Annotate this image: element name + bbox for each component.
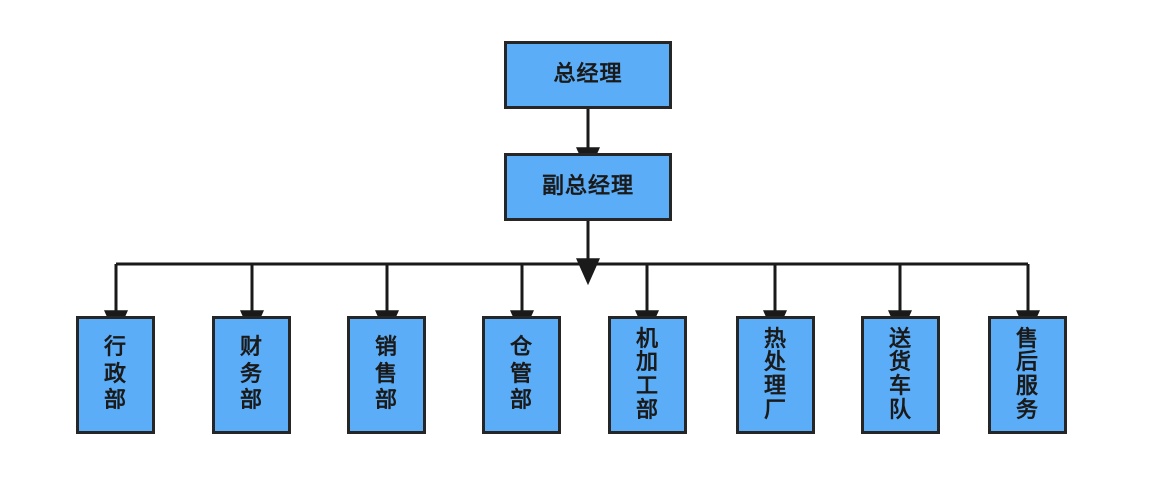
node-deputy-general-manager-label: 副总经理 xyxy=(541,174,634,199)
node-warehouse-label: 仓管部 xyxy=(509,334,533,414)
node-delivery-fleet-label: 送货车队 xyxy=(888,326,912,423)
node-general-manager[interactable]: 总经理 xyxy=(504,41,672,109)
node-after-sales-service-label: 售后服务 xyxy=(1015,326,1039,423)
node-finance[interactable]: 财务部 xyxy=(212,316,291,434)
node-warehouse[interactable]: 仓管部 xyxy=(482,316,561,434)
node-sales[interactable]: 销售部 xyxy=(347,316,426,434)
node-deputy-general-manager[interactable]: 副总经理 xyxy=(504,153,672,221)
node-finance-label: 财务部 xyxy=(239,334,263,414)
node-heat-treatment-plant-label: 热处理厂 xyxy=(763,326,787,423)
node-delivery-fleet[interactable]: 送货车队 xyxy=(861,316,940,434)
node-heat-treatment-plant[interactable]: 热处理厂 xyxy=(736,316,815,434)
node-machining[interactable]: 机加工部 xyxy=(608,316,687,434)
node-general-manager-label: 总经理 xyxy=(553,62,623,87)
node-machining-label: 机加工部 xyxy=(635,326,659,423)
node-sales-label: 销售部 xyxy=(374,334,398,414)
node-administration[interactable]: 行政部 xyxy=(76,316,155,434)
node-administration-label: 行政部 xyxy=(103,334,127,414)
node-after-sales-service[interactable]: 售后服务 xyxy=(988,316,1067,434)
